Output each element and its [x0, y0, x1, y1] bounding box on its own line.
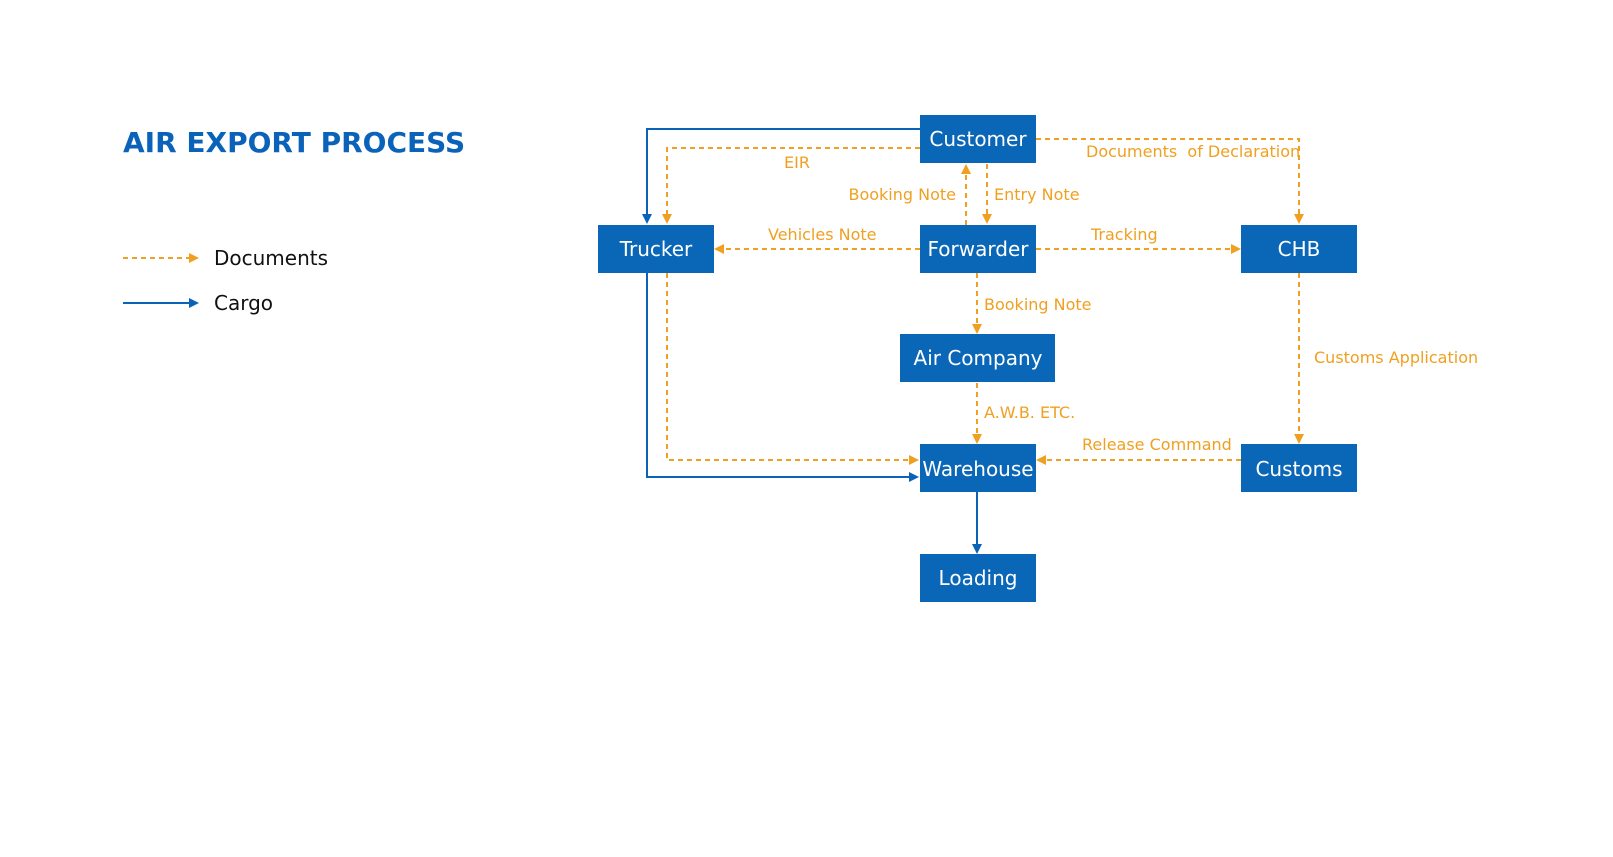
node-customer-label: Customer [929, 127, 1027, 151]
node-loading-box [920, 554, 1036, 602]
node-trucker: Trucker [598, 225, 714, 273]
edge-trucker-warehouse-doc [666, 273, 919, 465]
legend: Documents Cargo [123, 246, 328, 315]
label-vehicles-note: Vehicles Note [768, 225, 877, 244]
node-loading-label: Loading [939, 566, 1018, 590]
node-trucker-box [598, 225, 714, 273]
node-chb: CHB [1241, 225, 1357, 273]
edge-customer-trucker-eir [662, 147, 920, 224]
label-tracking: Tracking [1090, 225, 1158, 244]
label-awb-etc: A.W.B. ETC. [984, 403, 1075, 422]
node-air-company-label: Air Company [914, 346, 1043, 370]
node-trucker-label: Trucker [619, 237, 693, 261]
page-title: AIR EXPORT PROCESS [123, 126, 465, 159]
node-customs-box [1241, 444, 1357, 492]
connectors [642, 128, 1304, 554]
node-forwarder: Forwarder [920, 225, 1036, 273]
node-customer: Customer [920, 115, 1036, 163]
label-eir: EIR [784, 153, 810, 172]
label-customs-application: Customs Application [1314, 348, 1478, 367]
label-release-command: Release Command [1082, 435, 1232, 454]
edge-trucker-warehouse-cargo [646, 273, 919, 482]
label-documents-of-declaration: Documents of Declaration [1086, 142, 1300, 161]
edge-customer-chb [1036, 138, 1304, 224]
node-warehouse: Warehouse [920, 444, 1036, 492]
edge-labels: EIR Documents of Declaration Booking Not… [768, 142, 1478, 454]
legend-cargo-label: Cargo [214, 291, 273, 315]
node-forwarder-box [920, 225, 1036, 273]
node-customs: Customs [1241, 444, 1357, 492]
node-air-company-box [900, 334, 1055, 382]
edge-customer-trucker-cargo [642, 128, 920, 224]
label-booking-note-down: Booking Note [984, 295, 1092, 314]
node-forwarder-label: Forwarder [928, 237, 1030, 261]
label-entry-note: Entry Note [994, 185, 1080, 204]
node-warehouse-box [920, 444, 1036, 492]
node-chb-label: CHB [1278, 237, 1321, 261]
node-customer-box [920, 115, 1036, 163]
node-customs-label: Customs [1255, 457, 1342, 481]
label-booking-note-up: Booking Note [848, 185, 956, 204]
node-air-company: Air Company [900, 334, 1055, 382]
node-chb-box [1241, 225, 1357, 273]
node-warehouse-label: Warehouse [922, 457, 1033, 481]
legend-documents-label: Documents [214, 246, 328, 270]
node-loading: Loading [920, 554, 1036, 602]
